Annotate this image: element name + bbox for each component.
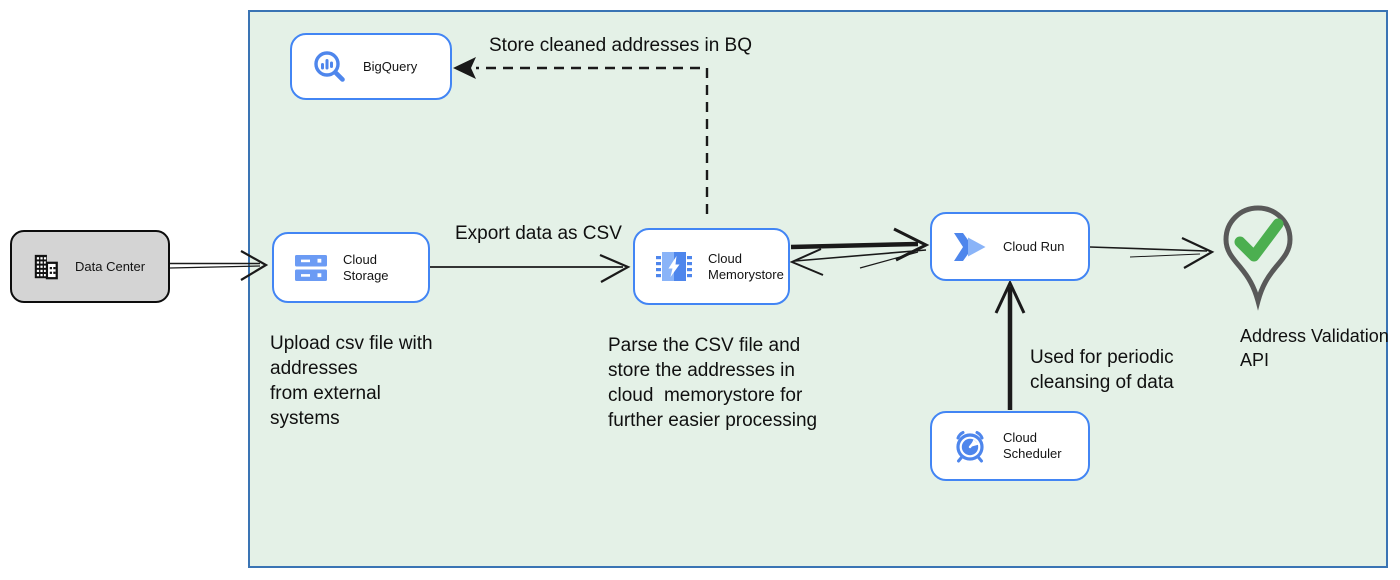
node-label: Cloud Memorystore bbox=[708, 250, 784, 282]
alarm-clock-icon bbox=[952, 428, 988, 464]
node-label: Cloud Storage bbox=[343, 251, 389, 283]
chip-lightning-icon bbox=[655, 250, 693, 284]
node-cloud-scheduler[interactable]: Cloud Scheduler bbox=[930, 411, 1090, 481]
annotation-parse-csv: Parse the CSV file and store the address… bbox=[608, 335, 818, 431]
annotation-periodic: Used for periodic cleansing of data bbox=[1030, 347, 1174, 393]
node-label: Cloud Scheduler bbox=[1003, 430, 1062, 461]
node-cloud-run[interactable]: Cloud Run bbox=[930, 212, 1090, 281]
node-cloud-memorystore[interactable]: Cloud Memorystore bbox=[633, 228, 790, 305]
annotation-store-bq: Store cleaned addresses in BQ bbox=[489, 35, 752, 56]
building-icon bbox=[32, 253, 60, 281]
annotation-upload-csv: Upload csv file with addresses from exte… bbox=[270, 333, 433, 429]
magnifier-barchart-icon bbox=[312, 49, 348, 85]
node-cloud-storage[interactable]: Cloud Storage bbox=[272, 232, 430, 303]
node-address-validation[interactable] bbox=[1221, 204, 1295, 332]
node-data-center[interactable]: Data Center bbox=[10, 230, 170, 303]
gcp-boundary-box bbox=[248, 10, 1388, 568]
node-label: BigQuery bbox=[363, 58, 418, 74]
map-pin-check-icon bbox=[1223, 205, 1293, 311]
node-label: Address Validation API bbox=[1240, 326, 1389, 370]
node-label: Cloud Run bbox=[1003, 238, 1065, 254]
node-bigquery[interactable]: BigQuery bbox=[290, 33, 452, 100]
node-label: Data Center bbox=[75, 258, 146, 274]
stacked-disks-icon bbox=[294, 254, 328, 282]
annotation-export-csv: Export data as CSV bbox=[455, 223, 622, 244]
double-chevron-icon bbox=[952, 232, 988, 262]
